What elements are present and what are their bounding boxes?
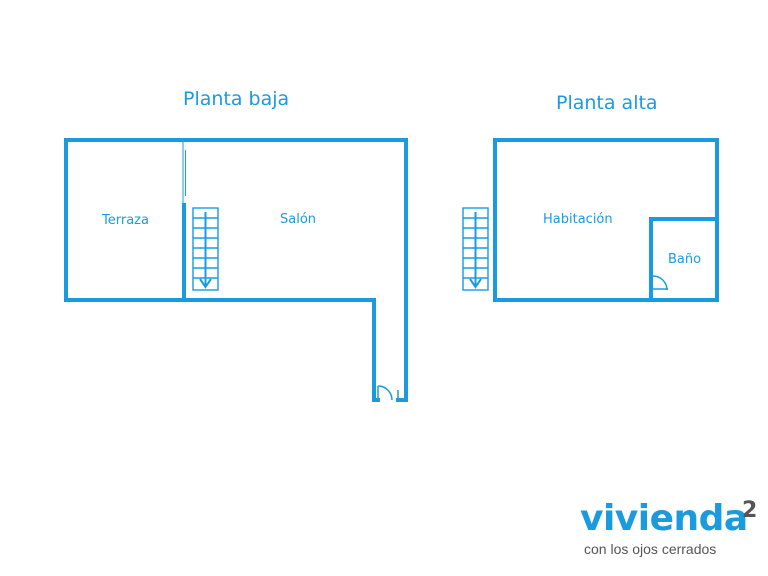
upper-floor-walls [493,138,719,302]
brand-logo-superscript: 2 [742,498,758,523]
ground-floor-title: Planta baja [183,88,290,110]
bathroom-door [652,275,668,291]
brand-tagline: con los ojos cerrados [584,541,717,557]
room-label-living: Salón [280,212,317,227]
room-label-terrace: Terraza [102,213,149,228]
ground-floor-stairs [192,207,219,291]
room-label-bathroom: Baño [668,252,702,267]
entrance-door [377,385,399,401]
upper-floor-stairs [462,207,489,291]
sliding-door [182,142,186,205]
brand-logo-name: vivienda [580,498,748,539]
ground-floor-walls [64,138,408,402]
upper-floor-title: Planta alta [556,92,658,114]
room-label-bedroom: Habitación [543,212,613,227]
